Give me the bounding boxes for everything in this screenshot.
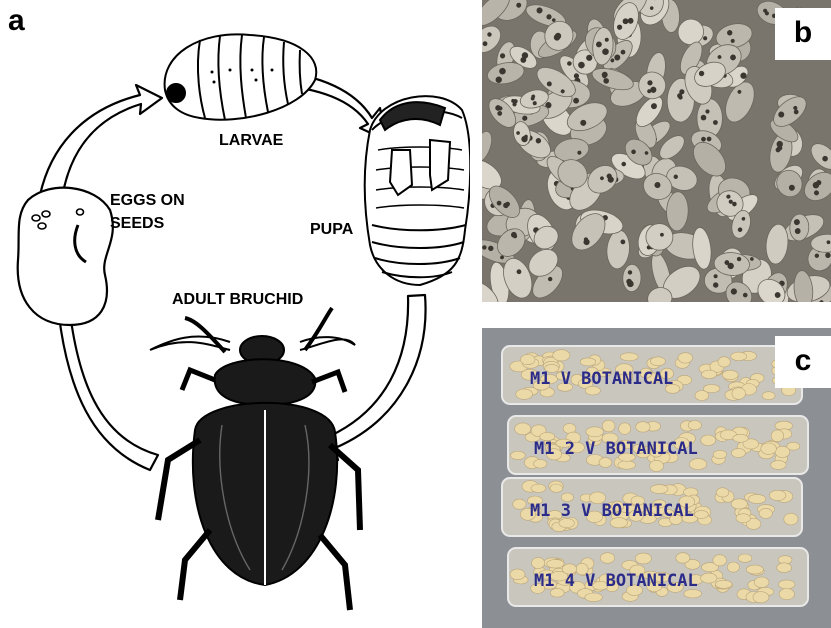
- label-adult-bruchid: ADULT BRUCHID: [172, 288, 303, 311]
- adult-beetle-drawing: [150, 308, 360, 610]
- label-larvae: LARVAE: [219, 129, 283, 152]
- label-eggs-line1: EGGS ON: [110, 189, 185, 212]
- life-cycle-diagram: [0, 0, 470, 628]
- bag-label: M1 3 V BOTANICAL: [530, 501, 694, 521]
- label-eggs-line2: SEEDS: [110, 212, 164, 235]
- panel-c-photo: M1 V BOTANICAL M1 2 V BOTANICAL M1 3 V BOT…: [482, 328, 831, 628]
- pupa-drawing: [365, 96, 470, 285]
- seed-with-eggs-drawing: [18, 188, 113, 325]
- panel-b-letter: b: [775, 8, 831, 60]
- larva-drawing: [165, 34, 317, 120]
- label-pupa: PUPA: [310, 218, 353, 241]
- bag-label: M1 4 V BOTANICAL: [534, 571, 698, 591]
- panel-b-photo: b: [482, 0, 831, 302]
- arrow-eggs-to-larvae: [40, 85, 162, 198]
- panel-c-letter: c: [775, 336, 831, 388]
- bag-label: M1 2 V BOTANICAL: [534, 439, 698, 459]
- bag-label: M1 V BOTANICAL: [530, 369, 673, 389]
